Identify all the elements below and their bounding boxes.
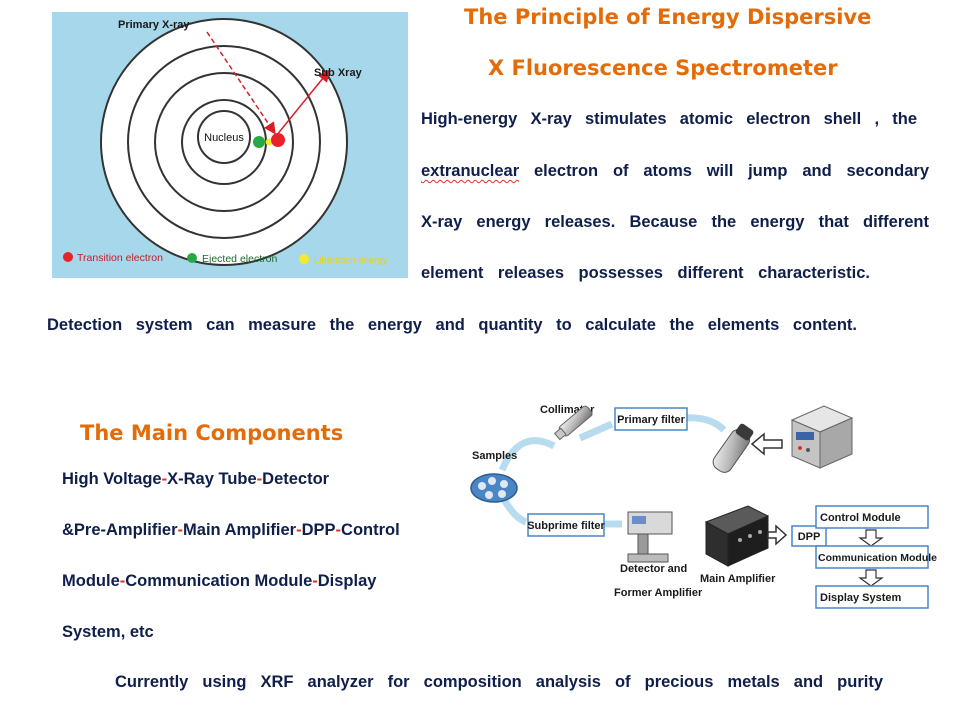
down-arrow-2 <box>860 570 882 586</box>
down-arrow-1 <box>860 530 882 546</box>
detector-label-1: Detector and <box>620 563 687 575</box>
subprime-filter-label: Subprime filter <box>527 520 605 532</box>
flow-diagram: Samples Collimator Primary filter Subpri… <box>462 388 940 616</box>
high-voltage-supply-icon <box>792 406 852 468</box>
sub-xray-label: Sub Xray <box>314 67 363 79</box>
transition-electron-dot <box>271 133 285 147</box>
legend-dot-transition <box>63 252 73 262</box>
comp-high-voltage: High Voltage <box>62 470 162 488</box>
principle-line5: Detection system can measure the energy … <box>47 316 857 335</box>
hollow-arrow-right <box>768 526 786 544</box>
comp-xray-tube: X-Ray Tube <box>167 470 257 488</box>
atom-diagram: Nucleus Primary X-ray Sub Xray Transitio… <box>52 12 408 278</box>
detector-label-2: Former Amplifier <box>614 587 703 599</box>
primary-filter-label: Primary filter <box>617 414 686 426</box>
comp-pre-amplifier: &Pre-Amplifier <box>62 521 178 539</box>
comp-module: Module <box>62 572 120 590</box>
legend-transition: Transition electron <box>77 252 163 264</box>
comp-display: Display <box>318 572 377 590</box>
main-amplifier-icon <box>706 506 768 566</box>
ejected-electron-dot <box>253 136 265 148</box>
components-line3: Module-Communication Module-Display <box>62 572 376 591</box>
flow-arrow-filter-tube <box>684 418 724 430</box>
components-title: The Main Components <box>80 421 343 445</box>
flow-arrow-collimator-filter <box>580 424 612 438</box>
primary-xray-label: Primary X-ray <box>118 19 190 31</box>
principle-line2: extranuclear electron of atoms will jump… <box>421 162 929 181</box>
components-line1: High Voltage-X-Ray Tube-Detector <box>62 470 329 489</box>
principle-title-line2: X Fluorescence Spectrometer <box>488 56 838 80</box>
communication-module-label: Communication Module <box>818 552 937 564</box>
principle-line2-word: extranuclear <box>421 162 519 180</box>
principle-title-line1: The Principle of Energy Dispersive <box>464 5 871 29</box>
dpp-label: DPP <box>798 531 821 543</box>
main-amplifier-label: Main Amplifier <box>700 573 776 585</box>
legend-dot-ejected <box>187 253 197 263</box>
comp-communication-module: Communication Module <box>125 572 312 590</box>
comp-detector: Detector <box>262 470 329 488</box>
principle-line4: element releases possesses different cha… <box>421 264 870 283</box>
xray-tube-icon <box>710 421 756 475</box>
detector-icon <box>628 512 672 562</box>
components-line2: &Pre-Amplifier-Main Amplifier-DPP-Contro… <box>62 521 400 540</box>
principle-line2-rest: electron of atoms will jump and secondar… <box>534 162 929 180</box>
legend-dot-liberation <box>299 254 309 264</box>
comp-main-amplifier: Main Amplifier <box>183 521 296 539</box>
comp-dpp: DPP <box>302 521 336 539</box>
components-line4: System, etc <box>62 623 154 642</box>
legend-liberation: Liberation energy <box>314 255 388 266</box>
principle-line1: High-energy X-ray stimulates atomic elec… <box>421 110 917 129</box>
display-system-label: Display System <box>820 592 902 604</box>
control-module-label: Control Module <box>820 512 901 524</box>
samples-label: Samples <box>472 450 517 462</box>
principle-line3: X-ray energy releases. Because the energ… <box>421 213 929 232</box>
footer-text: Currently using XRF analyzer for composi… <box>115 673 883 692</box>
nucleus-label: Nucleus <box>204 132 244 144</box>
comp-control: Control <box>341 521 400 539</box>
hollow-arrow-left <box>752 434 782 454</box>
legend-ejected: Ejected electron <box>202 253 277 265</box>
